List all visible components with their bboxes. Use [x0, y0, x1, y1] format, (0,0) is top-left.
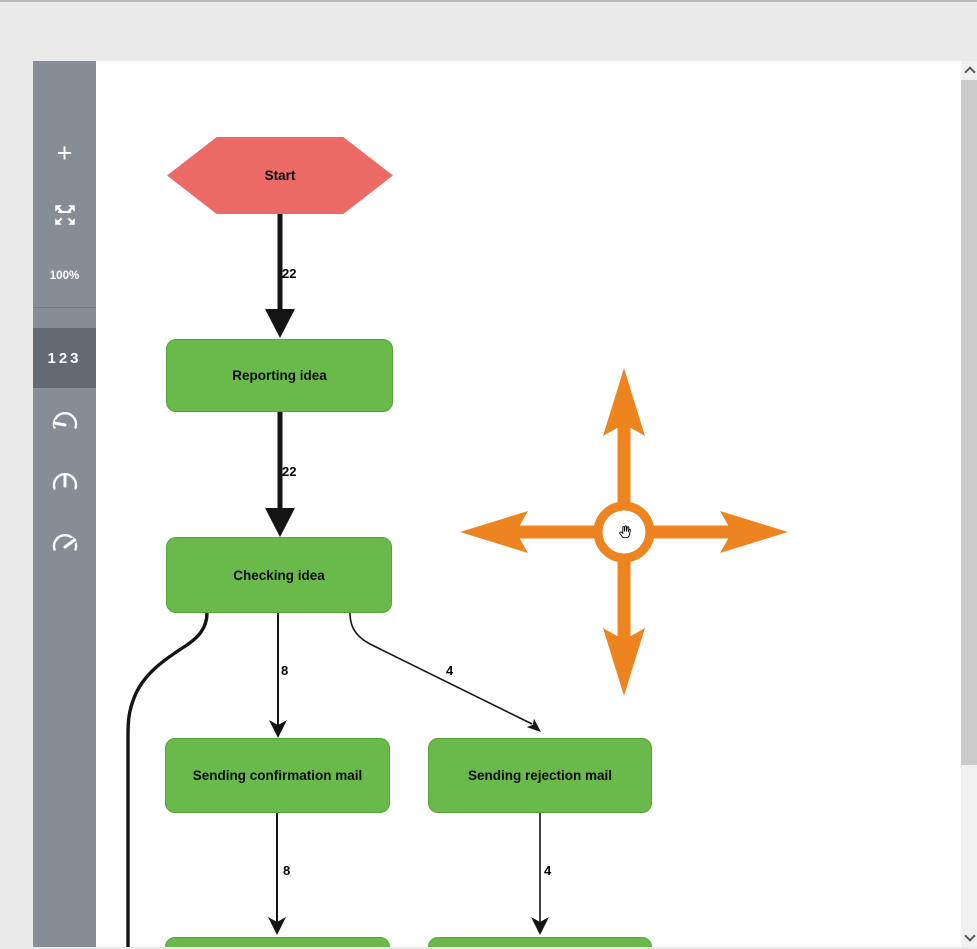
scroll-up-button[interactable]	[961, 61, 977, 79]
chevron-up-icon	[963, 66, 976, 78]
edge-confirmation-down-arrowhead	[268, 917, 286, 935]
gauge-fast-icon	[52, 534, 77, 551]
top-toolbar-strip	[0, 2, 977, 60]
fit-to-screen-button[interactable]	[33, 202, 96, 228]
frequency-view-button[interactable]: 123	[33, 328, 96, 388]
speed-fast-button[interactable]	[33, 528, 96, 556]
edge-count-label: 4	[544, 863, 552, 878]
scroll-down-button[interactable]	[961, 929, 977, 947]
node-label: Sending rejection mail	[467, 768, 613, 783]
node-start[interactable]: Start	[167, 137, 393, 214]
pan-up-button[interactable]	[603, 368, 645, 502]
edge-checking-rejection[interactable]	[349, 612, 533, 725]
node-reporting-idea[interactable]: Reporting idea	[166, 339, 393, 412]
chevron-down-icon	[963, 930, 976, 942]
vertical-scrollbar[interactable]	[961, 61, 977, 947]
node-label: Start	[264, 168, 296, 183]
node-label: Checking idea	[233, 567, 325, 583]
edge-rejection-down-arrowhead	[531, 917, 549, 935]
edge-count-label: 22	[282, 266, 297, 281]
window-top-border	[0, 0, 977, 2]
zoom-level-label: 100%	[49, 270, 80, 282]
pan-right-button[interactable]	[654, 511, 788, 553]
node-label: Reporting idea	[232, 368, 327, 383]
pan-center-handle[interactable]	[593, 501, 655, 563]
process-map-canvas[interactable]: 22 22 8 4 8 4 Start Reporting idea Check…	[96, 61, 961, 947]
zoom-in-button[interactable]: +	[56, 138, 73, 168]
pan-control	[460, 368, 788, 696]
node-sending-confirmation-mail[interactable]: Sending confirmation mail	[165, 738, 390, 813]
speed-slow-button[interactable]	[33, 406, 96, 434]
node-checking-idea[interactable]: Checking idea	[166, 537, 392, 613]
edge-checking-confirmation-arrowhead	[269, 720, 287, 738]
edge-count-label: 4	[446, 663, 454, 678]
edge-count-label: 8	[283, 863, 291, 878]
node-partial-right[interactable]	[428, 937, 652, 947]
edges-layer	[126, 213, 549, 947]
node-sending-rejection-mail[interactable]: Sending rejection mail	[428, 738, 652, 813]
scrollbar-thumb[interactable]	[961, 80, 977, 765]
edge-count-label: 8	[281, 663, 289, 678]
node-label: Sending confirmation mail	[192, 768, 363, 783]
node-partial-left[interactable]	[165, 937, 390, 947]
gauge-slow-icon	[52, 412, 77, 429]
pan-left-button[interactable]	[460, 511, 594, 553]
edge-checking-rejection-arrowhead	[526, 718, 541, 732]
pan-down-button[interactable]	[603, 562, 645, 696]
speed-medium-button[interactable]	[33, 467, 96, 495]
edge-reporting-checking-arrowhead	[265, 508, 295, 537]
fit-to-screen-icon	[54, 205, 75, 225]
viewer-sidebar: + − 100% 123	[33, 61, 96, 947]
gauge-medium-icon	[52, 473, 77, 490]
edge-checking-left-sweep[interactable]	[126, 612, 209, 947]
sidebar-divider	[33, 307, 96, 308]
edge-start-reporting-arrowhead	[265, 309, 295, 338]
edge-count-label: 22	[282, 464, 297, 479]
